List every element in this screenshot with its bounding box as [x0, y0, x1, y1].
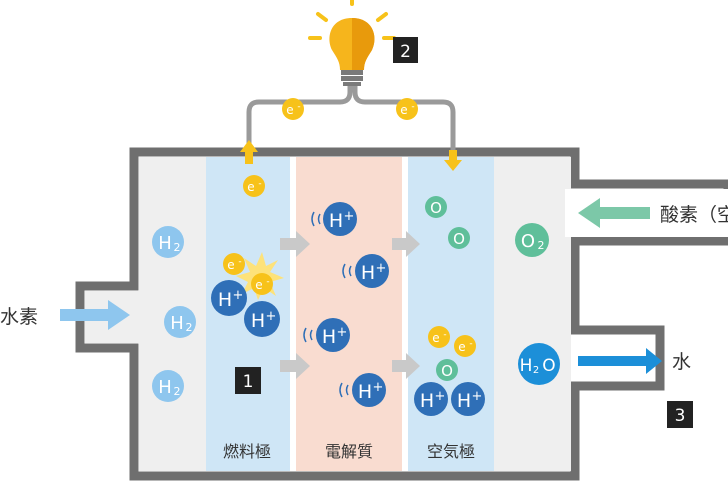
- h2-molecule: H 2: [164, 306, 196, 338]
- svg-text:-: -: [297, 102, 300, 112]
- svg-text:+: +: [337, 325, 348, 340]
- ion-flow-arrow: [280, 231, 310, 257]
- svg-text:+: +: [435, 389, 446, 404]
- svg-text:+: +: [233, 288, 244, 303]
- svg-text:2: 2: [538, 239, 545, 252]
- ion-flow-arrow: [392, 231, 420, 257]
- svg-text:H: H: [457, 390, 471, 412]
- hydrogen-ion: H +: [311, 202, 357, 236]
- water-outlet-arrow: [578, 348, 662, 374]
- svg-text:e: e: [227, 258, 234, 272]
- svg-text:-: -: [443, 330, 446, 340]
- svg-text:H: H: [358, 381, 372, 403]
- electron-cathode: e -: [454, 335, 476, 357]
- svg-text:e: e: [247, 180, 254, 194]
- svg-text:2: 2: [533, 365, 539, 376]
- marker-3: 3: [667, 401, 693, 428]
- h2-molecule: H 2: [152, 370, 184, 402]
- electron-cathode: e -: [428, 326, 450, 348]
- hydrogen-ion: H +: [342, 254, 389, 288]
- svg-text:+: +: [472, 389, 483, 404]
- svg-text:H: H: [329, 210, 343, 232]
- hydrogen-ion: H +: [211, 280, 247, 316]
- electron-reaction: e -: [251, 273, 273, 295]
- svg-text:H: H: [361, 262, 375, 284]
- svg-text:e: e: [432, 331, 439, 345]
- hydrogen-inlet-arrow: [60, 300, 130, 330]
- o2-molecule: O 2: [515, 223, 549, 257]
- hydrogen-ion: H +: [339, 373, 386, 407]
- svg-text:+: +: [266, 309, 277, 324]
- svg-text:O: O: [521, 231, 535, 252]
- circuit-electron-left: e -: [282, 98, 304, 120]
- hydrogen-ion: H +: [244, 301, 280, 337]
- ion-flow-arrow: [280, 353, 310, 379]
- svg-text:H: H: [170, 313, 184, 334]
- oxygen-inlet-label: 酸素（空: [660, 204, 728, 226]
- svg-text:+: +: [344, 209, 355, 224]
- svg-text:-: -: [266, 277, 269, 287]
- marker-1: 1: [235, 367, 261, 394]
- svg-text:2: 2: [400, 42, 411, 62]
- electron-reaction: e -: [223, 253, 245, 275]
- svg-text:2: 2: [174, 385, 181, 398]
- oxygen-atom: O: [448, 227, 470, 249]
- circuit-electron-right: e -: [396, 98, 418, 120]
- water-outlet-label: 水: [672, 351, 691, 373]
- svg-text:H: H: [520, 356, 533, 376]
- svg-text:H: H: [218, 289, 232, 311]
- oxygen-atom: O: [425, 196, 447, 218]
- svg-text:-: -: [238, 257, 241, 267]
- svg-text:+: +: [373, 380, 384, 395]
- hydrogen-ion: H +: [414, 382, 448, 416]
- svg-text:H: H: [158, 377, 172, 398]
- cathode-label: 空気極: [427, 442, 475, 461]
- svg-text:-: -: [469, 339, 472, 349]
- light-bulb-icon: [308, 0, 396, 86]
- electrolyte-label: 電解質: [325, 442, 373, 461]
- svg-text:3: 3: [675, 406, 686, 426]
- oxygen-atom: O: [436, 359, 458, 381]
- svg-text:1: 1: [243, 372, 254, 392]
- svg-text:H: H: [158, 233, 172, 254]
- oxygen-inlet-arrow: [578, 198, 650, 228]
- hydrogen-inlet-label: 水素: [0, 306, 38, 328]
- anode-label: 燃料極: [223, 442, 271, 461]
- electron-anode-top: e -: [243, 175, 265, 197]
- svg-text:-: -: [258, 179, 261, 189]
- cathode-layer: [408, 157, 494, 471]
- svg-text:O: O: [542, 356, 555, 376]
- svg-text:e: e: [286, 103, 293, 117]
- svg-text:H: H: [322, 326, 336, 348]
- svg-text:e: e: [400, 103, 407, 117]
- hydrogen-ion: H +: [451, 382, 485, 416]
- electron-up-arrow: [240, 140, 258, 164]
- h2-molecule: H 2: [152, 226, 184, 258]
- svg-text:H: H: [420, 390, 434, 412]
- svg-text:-: -: [411, 102, 414, 112]
- ion-flow-arrow: [392, 353, 420, 379]
- cell-housing: [75, 147, 728, 481]
- svg-text:+: +: [376, 261, 387, 276]
- water-molecule: H 2 O: [518, 343, 560, 385]
- svg-text:O: O: [430, 199, 442, 217]
- electrolyte-layer: [296, 157, 402, 471]
- svg-text:O: O: [453, 230, 465, 248]
- hydrogen-ion: H +: [303, 318, 350, 352]
- svg-text:H: H: [251, 310, 265, 332]
- cathode-chamber: [494, 157, 571, 471]
- svg-text:O: O: [441, 362, 453, 380]
- marker-2: 2: [393, 37, 418, 63]
- svg-text:2: 2: [174, 241, 181, 254]
- svg-text:e: e: [458, 340, 465, 354]
- svg-text:2: 2: [186, 321, 193, 334]
- electron-down-arrow: [444, 150, 462, 171]
- svg-text:e: e: [255, 278, 262, 292]
- circuit-wire: [246, 82, 456, 152]
